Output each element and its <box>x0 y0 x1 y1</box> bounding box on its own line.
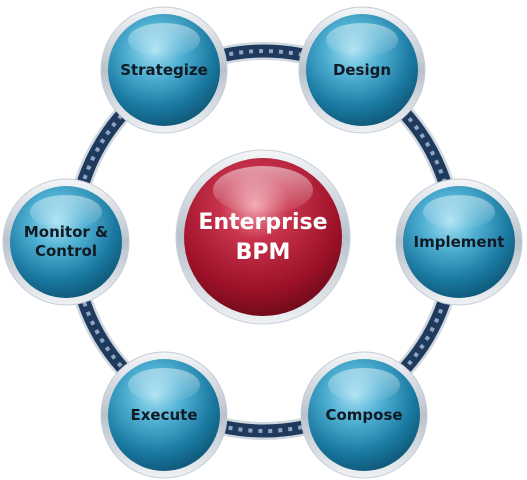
node-execute-label: Execute <box>130 405 198 424</box>
node-ball-implement <box>395 178 523 306</box>
node-monitor-label-line2: Control <box>34 242 97 260</box>
node-ball-strategize <box>100 6 228 134</box>
node-strategize-label: Strategize <box>120 60 208 79</box>
node-monitor-label-line1: Monitor & <box>23 223 109 241</box>
center-label-line2: BPM <box>235 240 291 265</box>
center-label: Enterprise BPM <box>193 200 333 276</box>
center-label-line1: Enterprise <box>198 210 328 235</box>
center-ball <box>175 149 351 325</box>
node-ball-design <box>298 6 426 134</box>
node-design: Design <box>302 40 422 100</box>
node-monitor-control: Monitor & Control <box>6 212 126 272</box>
node-execute: Execute <box>104 385 224 445</box>
node-compose-label: Compose <box>325 405 403 424</box>
node-implement: Implement <box>399 212 519 272</box>
node-design-label: Design <box>332 60 392 79</box>
node-compose: Compose <box>304 385 424 445</box>
node-strategize: Strategize <box>104 40 224 100</box>
node-ball-execute <box>100 351 228 479</box>
node-implement-label: Implement <box>413 232 505 251</box>
node-ball-monitor-control <box>2 178 130 306</box>
node-ball-compose <box>300 351 428 479</box>
